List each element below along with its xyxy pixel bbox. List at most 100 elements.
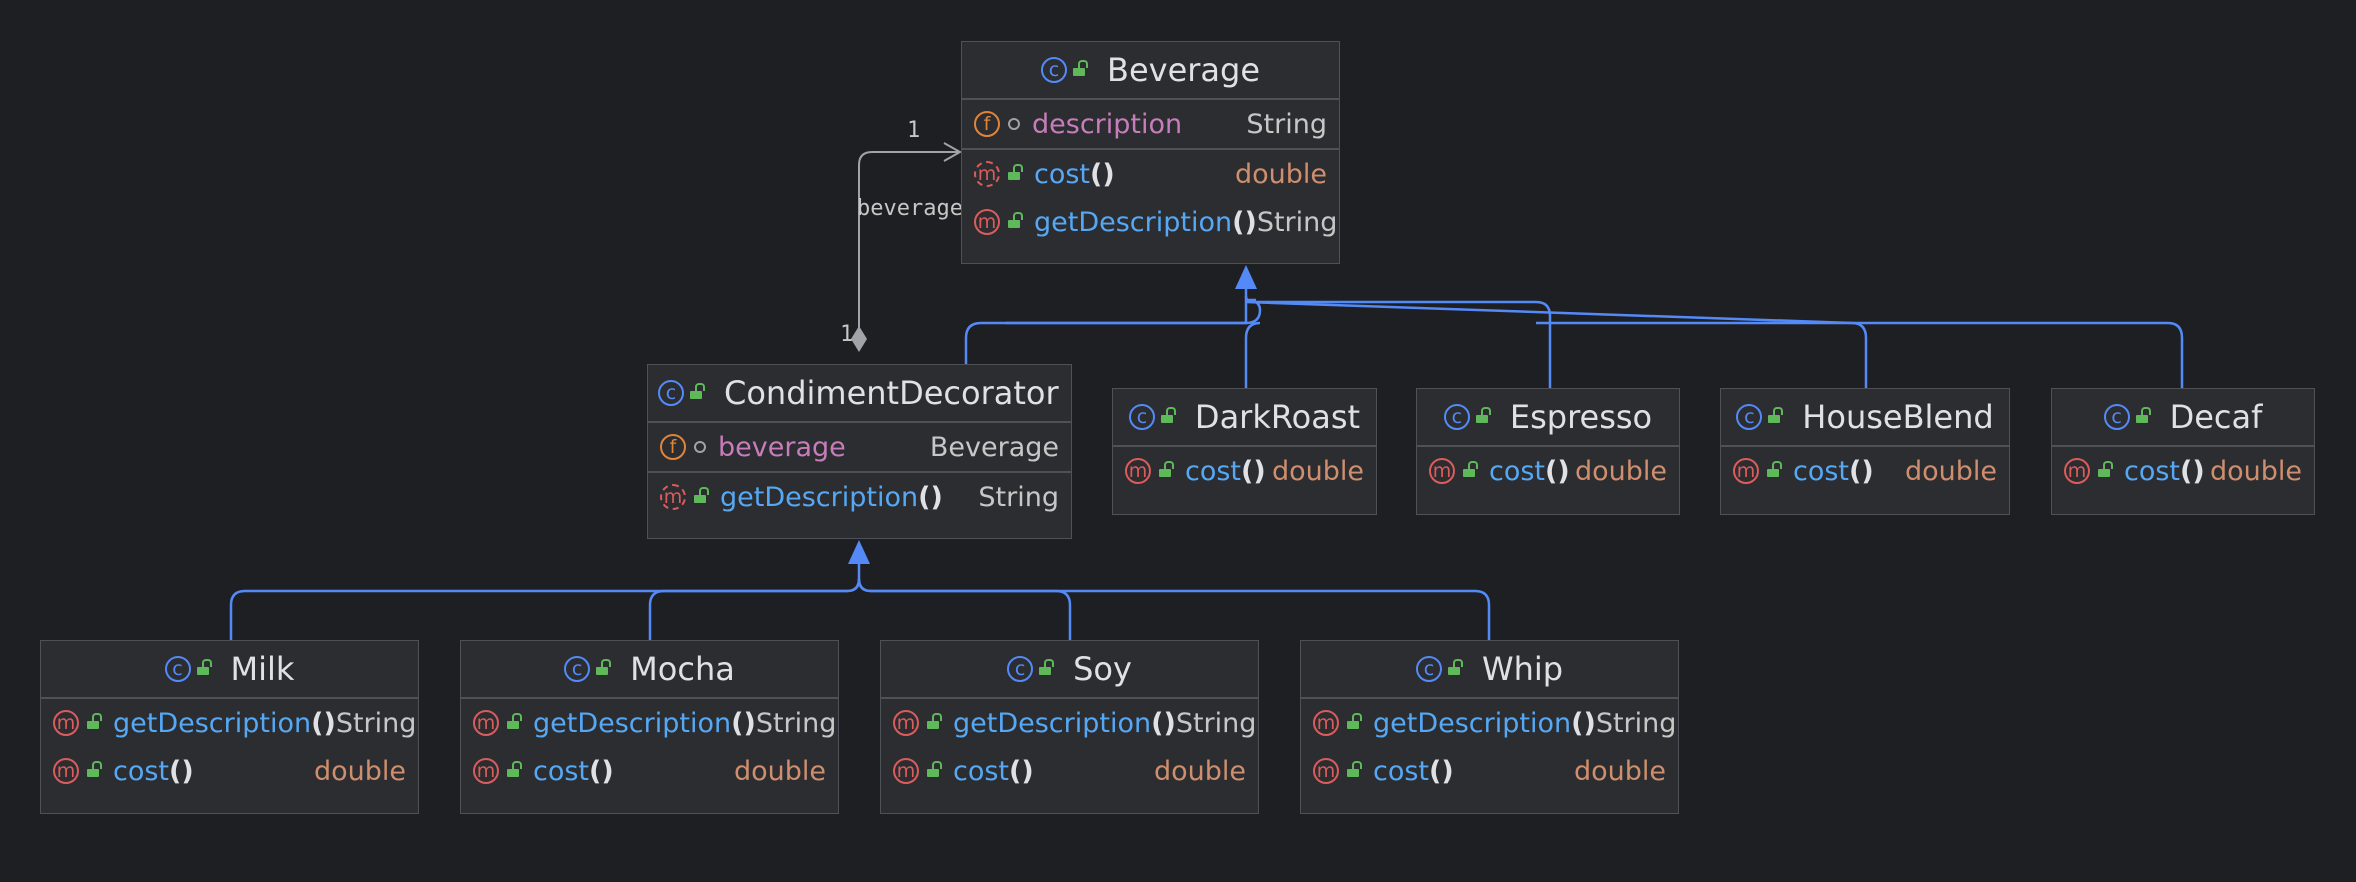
class-header: c Mocha	[461, 641, 838, 699]
class-dark-roast[interactable]: c DarkRoast m cost() double	[1112, 388, 1377, 515]
method-name: getDescription	[953, 707, 1152, 739]
method-parens: ()	[918, 481, 943, 513]
class-beverage[interactable]: c Beverage f description String m cost()…	[961, 41, 1340, 264]
method-row: m cost() double	[1721, 447, 2009, 495]
class-name: CondimentDecorator	[724, 374, 1059, 412]
inheritance-arrowhead-beverage	[1235, 265, 1257, 289]
class-header: c Decaf	[2052, 389, 2314, 447]
method-parens: ()	[1849, 455, 1874, 487]
method-icon: m	[974, 209, 1000, 235]
method-name: getDescription	[1034, 206, 1233, 238]
methods-section: m cost() double	[1113, 447, 1376, 495]
method-type: double	[1573, 755, 1666, 787]
methods-section: m getDescription() String m cost() doubl…	[461, 699, 838, 795]
public-visibility-icon	[1072, 60, 1088, 76]
method-parens: ()	[1241, 455, 1266, 487]
public-visibility-icon	[196, 659, 212, 675]
method-icon: m	[1733, 458, 1759, 484]
class-soy[interactable]: c Soy m getDescription() String m cost()…	[880, 640, 1259, 814]
method-name: cost	[1373, 755, 1430, 787]
methods-section: m cost() double m getDescription() Strin…	[962, 150, 1339, 246]
field-icon: f	[660, 434, 686, 460]
public-visibility-icon	[507, 713, 522, 729]
public-visibility-icon	[596, 659, 612, 675]
method-icon: m	[1125, 458, 1151, 484]
class-house-blend[interactable]: c HouseBlend m cost() double	[1720, 388, 2010, 515]
public-visibility-icon	[87, 713, 102, 729]
method-icon: m	[1429, 458, 1455, 484]
method-icon: m	[893, 758, 919, 784]
method-parens: ()	[731, 707, 756, 739]
public-visibility-icon	[1768, 407, 1784, 423]
class-mocha[interactable]: c Mocha m getDescription() String m cost…	[460, 640, 839, 814]
fields-section: f description String	[962, 100, 1339, 150]
method-type: double	[1574, 455, 1667, 487]
method-type: double	[313, 755, 406, 787]
method-parens: ()	[1151, 707, 1176, 739]
class-name: Espresso	[1509, 398, 1653, 436]
source-multiplicity-label: 1	[840, 322, 854, 347]
field-name: description	[1032, 108, 1183, 140]
public-visibility-icon	[507, 761, 522, 777]
class-icon: c	[1007, 656, 1034, 682]
method-type: double	[733, 755, 826, 787]
method-icon: m	[2064, 458, 2090, 484]
method-row: m cost() double	[2052, 447, 2314, 495]
method-name: getDescription	[533, 707, 732, 739]
method-parens: ()	[2180, 455, 2205, 487]
method-parens: ()	[1429, 755, 1454, 787]
method-icon: m	[53, 710, 79, 736]
class-icon: c	[658, 380, 684, 406]
method-name: cost	[1489, 455, 1546, 487]
class-name: Mocha	[630, 650, 735, 688]
public-visibility-icon	[1159, 461, 1174, 477]
method-type: String	[1256, 206, 1338, 238]
method-row: m cost() double	[1417, 447, 1679, 495]
public-visibility-icon	[1463, 461, 1478, 477]
method-type: String	[978, 481, 1059, 513]
method-name: cost	[1793, 455, 1850, 487]
method-name: getDescription	[1373, 707, 1572, 739]
public-visibility-icon	[2098, 461, 2113, 477]
class-whip[interactable]: c Whip m getDescription() String m cost(…	[1300, 640, 1679, 814]
field-name: beverage	[718, 431, 846, 463]
package-visibility-icon	[1008, 118, 1020, 130]
class-condiment-decorator[interactable]: c CondimentDecorator f beverage Beverage…	[647, 364, 1072, 539]
public-visibility-icon	[87, 761, 102, 777]
public-visibility-icon	[1347, 713, 1362, 729]
method-type: double	[1271, 455, 1364, 487]
public-visibility-icon	[1160, 407, 1176, 423]
field-icon: f	[974, 111, 1000, 137]
abstract-method-icon: m	[974, 161, 1000, 187]
method-name: cost	[953, 755, 1010, 787]
public-visibility-icon	[927, 713, 942, 729]
class-milk[interactable]: c Milk m getDescription() String m cost(…	[40, 640, 419, 814]
methods-section: m cost() double	[1417, 447, 1679, 495]
field-row: f beverage Beverage	[648, 423, 1071, 471]
class-decaf[interactable]: c Decaf m cost() double	[2051, 388, 2315, 515]
class-name: Decaf	[2169, 398, 2263, 436]
package-visibility-icon	[694, 441, 706, 453]
method-type: String	[1175, 707, 1257, 739]
public-visibility-icon	[1447, 659, 1463, 675]
method-icon: m	[1313, 710, 1339, 736]
class-header: c Beverage	[962, 42, 1339, 100]
class-header: c HouseBlend	[1721, 389, 2009, 447]
method-row: m getDescription() String	[881, 699, 1258, 747]
class-name: Beverage	[1106, 51, 1261, 89]
method-parens: ()	[1009, 755, 1034, 787]
methods-section: m cost() double	[2052, 447, 2314, 495]
methods-section: m getDescription() String	[648, 473, 1071, 521]
method-type: double	[2209, 455, 2302, 487]
class-icon: c	[2103, 404, 2130, 430]
public-visibility-icon	[690, 383, 705, 399]
field-type: String	[1246, 108, 1327, 140]
method-row: m getDescription() String	[1301, 699, 1678, 747]
method-type: double	[1904, 455, 1997, 487]
field-type: Beverage	[929, 431, 1059, 463]
class-espresso[interactable]: c Espresso m cost() double	[1416, 388, 1680, 515]
method-parens: ()	[589, 755, 614, 787]
method-name: cost	[113, 755, 170, 787]
method-name: getDescription	[113, 707, 312, 739]
public-visibility-icon	[1767, 461, 1782, 477]
